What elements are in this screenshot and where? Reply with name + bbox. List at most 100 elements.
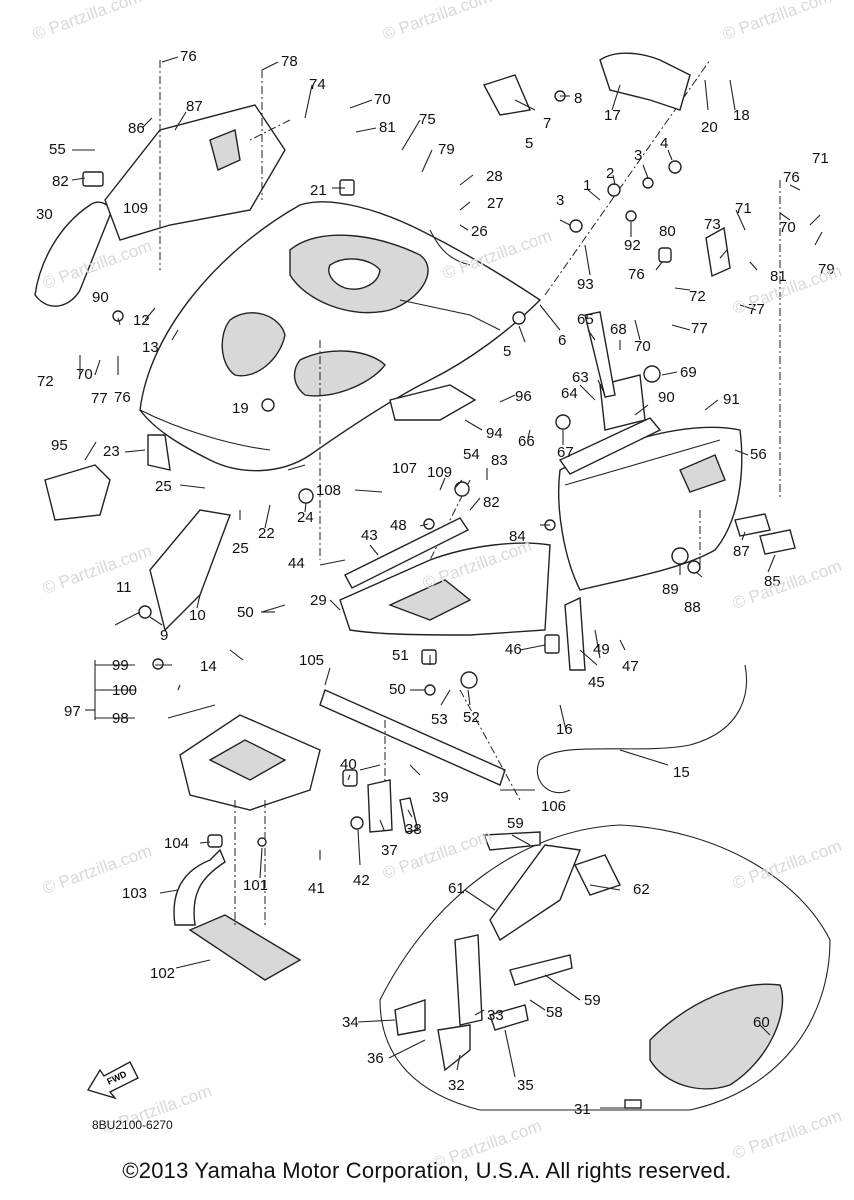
- callout-69: 69: [680, 364, 697, 381]
- callout-45: 45: [588, 674, 605, 691]
- callout-78: 78: [281, 53, 298, 70]
- lower-hull: [379, 824, 831, 1111]
- callout-20: 20: [701, 119, 718, 136]
- callout-68: 68: [610, 321, 627, 338]
- callout-65: 65: [577, 311, 594, 328]
- callout-90b: 90: [92, 289, 109, 306]
- callout-25: 25: [155, 478, 172, 495]
- callout-79: 79: [438, 141, 455, 158]
- callout-43: 43: [361, 527, 378, 544]
- callout-85: 85: [764, 573, 781, 590]
- callout-88: 88: [684, 599, 701, 616]
- callout-93: 93: [577, 276, 594, 293]
- callout-22: 22: [258, 525, 275, 542]
- callout-40: 40: [340, 756, 357, 773]
- callout-61: 61: [448, 880, 465, 897]
- callout-59b: 59: [584, 992, 601, 1009]
- callout-17: 17: [604, 107, 621, 124]
- callout-46: 46: [505, 641, 522, 658]
- callout-62: 62: [633, 881, 650, 898]
- callout-9: 9: [160, 627, 168, 644]
- callout-labels: 1 2 3 3 4 5 5 6 7 8 9 10 11 12 13 14 15 …: [36, 48, 835, 1118]
- callout-95: 95: [51, 437, 68, 454]
- callout-56: 56: [750, 446, 767, 463]
- hose-103: [173, 848, 226, 926]
- callout-55: 55: [49, 141, 66, 158]
- callout-5b: 5: [503, 343, 511, 360]
- callout-71b: 71: [735, 200, 752, 217]
- callout-33: 33: [487, 1007, 504, 1024]
- callout-82: 82: [52, 173, 69, 190]
- callout-5: 5: [525, 135, 533, 152]
- side-panel-29: [339, 542, 551, 636]
- callout-4: 4: [660, 135, 668, 152]
- callout-86: 86: [128, 120, 145, 137]
- callout-80: 80: [659, 223, 676, 240]
- callout-44: 44: [288, 555, 305, 572]
- callout-81: 81: [379, 119, 396, 136]
- callout-106: 106: [541, 798, 566, 815]
- callout-36: 36: [367, 1050, 384, 1067]
- callout-1: 1: [583, 177, 591, 194]
- callout-31: 31: [574, 1101, 591, 1118]
- callout-84: 84: [509, 528, 526, 545]
- callout-108: 108: [316, 482, 341, 499]
- callout-70b: 70: [634, 338, 651, 355]
- callout-18: 18: [733, 107, 750, 124]
- callout-77b: 77: [748, 301, 765, 318]
- callout-14: 14: [200, 658, 217, 675]
- small-parts: [44, 52, 796, 1109]
- callout-7: 7: [543, 115, 551, 132]
- diagram-code: 8BU2100-6270: [92, 1118, 173, 1132]
- callout-77c: 77: [91, 390, 108, 407]
- callout-54: 54: [463, 446, 480, 463]
- callout-48: 48: [390, 517, 407, 534]
- callout-50b: 50: [389, 681, 406, 698]
- callout-27: 27: [487, 195, 504, 212]
- callout-41: 41: [308, 880, 325, 897]
- callout-53: 53: [431, 711, 448, 728]
- callout-67: 67: [557, 444, 574, 461]
- callout-109b: 109: [123, 200, 148, 217]
- right-cover-panel: [558, 426, 743, 591]
- callout-109: 109: [427, 464, 452, 481]
- fwd-arrow-icon: [86, 1061, 139, 1100]
- callout-15: 15: [673, 764, 690, 781]
- callout-72b: 72: [37, 373, 54, 390]
- callout-72: 72: [689, 288, 706, 305]
- callout-49: 49: [593, 641, 610, 658]
- callout-2: 2: [606, 165, 614, 182]
- copyright-footer: ©2013 Yamaha Motor Corporation, U.S.A. A…: [122, 1158, 732, 1183]
- callout-96: 96: [515, 388, 532, 405]
- callout-99: 99: [112, 657, 129, 674]
- callout-102: 102: [150, 965, 175, 982]
- callout-28: 28: [486, 168, 503, 185]
- callout-47: 47: [622, 658, 639, 675]
- callout-90: 90: [658, 389, 675, 406]
- callout-50: 50: [237, 604, 254, 621]
- callout-70c: 70: [779, 219, 796, 236]
- callout-3: 3: [634, 147, 642, 164]
- callout-73: 73: [704, 216, 721, 233]
- callout-87b: 87: [733, 543, 750, 560]
- callout-94: 94: [486, 425, 503, 442]
- callout-82b: 82: [483, 494, 500, 511]
- callout-70: 70: [374, 91, 391, 108]
- callout-26: 26: [471, 223, 488, 240]
- callout-39: 39: [432, 789, 449, 806]
- callout-30: 30: [36, 206, 53, 223]
- callout-32: 32: [448, 1077, 465, 1094]
- callout-60: 60: [753, 1014, 770, 1031]
- callout-91: 91: [723, 391, 740, 408]
- callout-64: 64: [561, 385, 578, 402]
- callout-24: 24: [297, 509, 314, 526]
- callout-76d: 76: [114, 389, 131, 406]
- callout-77: 77: [691, 320, 708, 337]
- callout-6: 6: [558, 332, 566, 349]
- callout-51: 51: [392, 647, 409, 664]
- mat-102: [188, 914, 302, 981]
- callout-63: 63: [572, 369, 589, 386]
- callout-3b: 3: [556, 192, 564, 209]
- storage-tray: [179, 714, 321, 811]
